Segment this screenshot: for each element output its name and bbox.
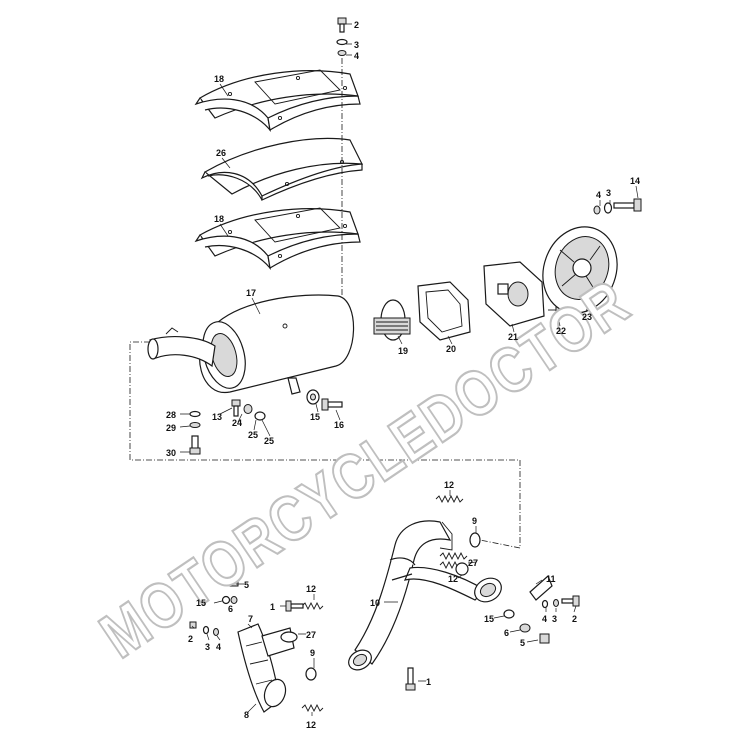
callout-28: 28 xyxy=(166,410,176,420)
callout-4: 4 xyxy=(216,642,221,652)
callout-6: 6 xyxy=(504,628,509,638)
callout-18: 18 xyxy=(214,74,224,84)
callout-20: 20 xyxy=(446,344,456,354)
muffler-mesh-19 xyxy=(373,299,411,341)
callout-11: 11 xyxy=(546,574,556,584)
callout-7: 7 xyxy=(248,614,253,624)
callout-23: 23 xyxy=(582,312,592,322)
callout-2: 2 xyxy=(354,20,359,30)
spring-12d xyxy=(301,703,324,713)
callout-4: 4 xyxy=(542,614,547,624)
heat-shield-insulation xyxy=(200,137,364,201)
callout-25: 25 xyxy=(248,430,258,440)
callout-16: 16 xyxy=(334,420,344,430)
callout-1: 1 xyxy=(426,677,431,687)
callout-4: 4 xyxy=(354,51,359,61)
callout-3: 3 xyxy=(606,188,611,198)
callout-13: 13 xyxy=(212,412,222,422)
callout-5: 5 xyxy=(244,580,249,590)
callout-15: 15 xyxy=(484,614,494,624)
callout-3: 3 xyxy=(354,40,359,50)
bolt-stack-14 xyxy=(593,198,642,215)
callout-25: 25 xyxy=(264,436,274,446)
callout-10: 10 xyxy=(370,598,380,608)
callout-12: 12 xyxy=(306,584,316,594)
callout-5: 5 xyxy=(520,638,525,648)
callout-12: 12 xyxy=(306,720,316,730)
callout-18: 18 xyxy=(214,214,224,224)
bolt-stack-30 xyxy=(189,410,201,455)
muffler-outlet-pipe xyxy=(147,327,216,368)
callout-24: 24 xyxy=(232,418,242,428)
heat-shield-lower xyxy=(194,207,361,271)
callout-6: 6 xyxy=(228,604,233,614)
callout-26: 26 xyxy=(216,148,226,158)
callout-8: 8 xyxy=(244,710,249,720)
spring-12b xyxy=(439,551,468,561)
callout-9: 9 xyxy=(472,516,477,526)
callout-2: 2 xyxy=(188,634,193,644)
callout-22: 22 xyxy=(556,326,566,336)
callout-15: 15 xyxy=(310,412,320,422)
callout-9: 9 xyxy=(310,648,315,658)
mounting-plate-21 xyxy=(483,261,545,327)
left-hardware xyxy=(189,579,317,681)
callout-3: 3 xyxy=(552,614,557,624)
heat-shield-upper xyxy=(194,69,361,133)
gasket-ring-9a xyxy=(469,532,481,548)
callout-27: 27 xyxy=(306,630,316,640)
callout-19: 19 xyxy=(398,346,408,356)
callout-1: 1 xyxy=(270,602,275,612)
gasket-20 xyxy=(417,281,471,341)
muffler-body xyxy=(199,294,355,395)
callout-labels: 2 3 4 18 26 18 4 3 14 17 19 20 21 22 23 … xyxy=(166,20,640,730)
callout-15: 15 xyxy=(196,598,206,608)
header-pipe-10 xyxy=(348,520,502,691)
end-cap-23 xyxy=(542,226,618,314)
callout-2: 2 xyxy=(572,614,577,624)
spring-12c xyxy=(301,601,324,611)
callout-29: 29 xyxy=(166,423,176,433)
bracket-fasteners xyxy=(231,389,343,421)
callout-12: 12 xyxy=(444,480,454,490)
spring-12a xyxy=(435,494,464,504)
leader-lines xyxy=(179,23,639,716)
flange-hardware-right xyxy=(503,574,580,644)
callout-4: 4 xyxy=(596,190,601,200)
callout-17: 17 xyxy=(246,288,256,298)
top-bolt-stack xyxy=(336,17,348,56)
callout-14: 14 xyxy=(630,176,640,186)
callout-30: 30 xyxy=(166,448,176,458)
callout-12: 12 xyxy=(448,574,458,584)
callout-27: 27 xyxy=(468,558,478,568)
callout-21: 21 xyxy=(508,332,518,342)
callout-3: 3 xyxy=(205,642,210,652)
